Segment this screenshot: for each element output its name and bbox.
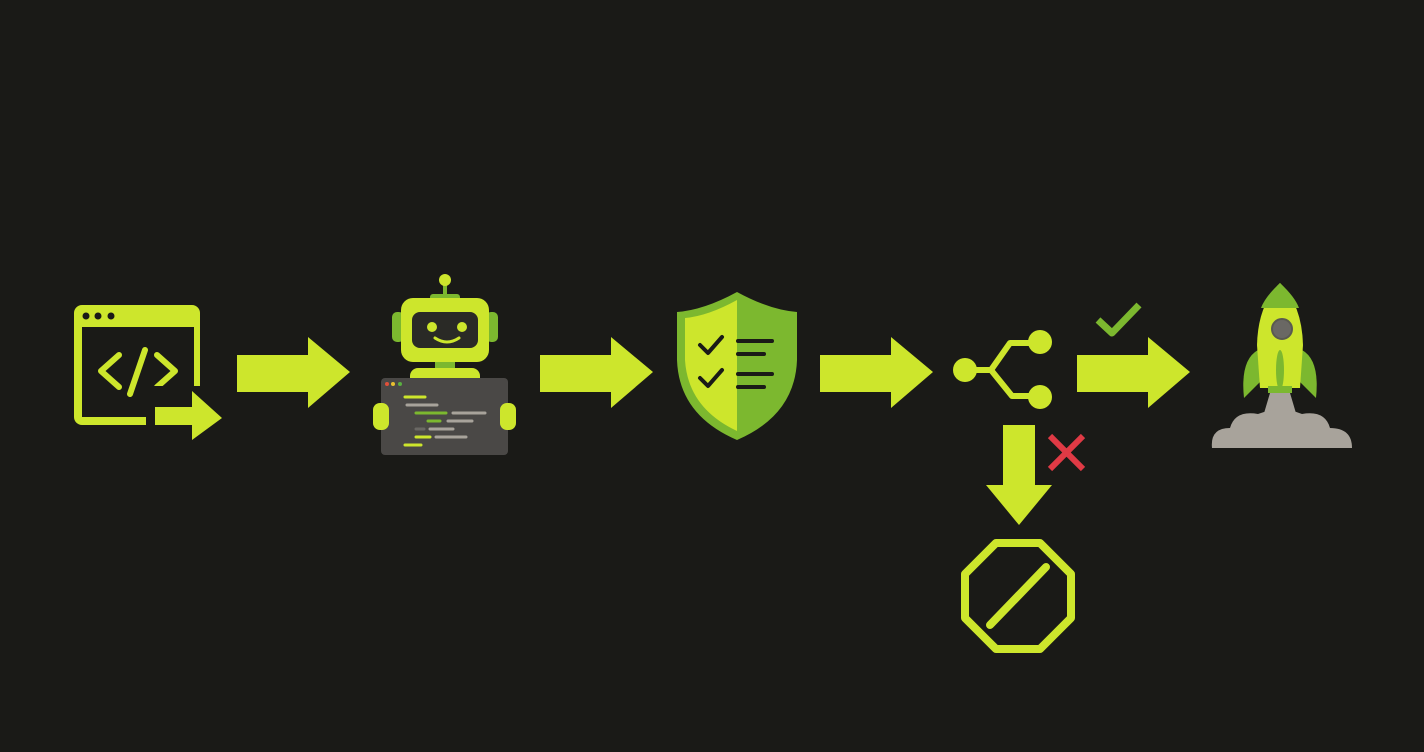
arrow-right — [820, 337, 933, 408]
shield-checklist-icon — [677, 292, 797, 440]
arrow-right — [237, 337, 350, 408]
arrow-down — [986, 425, 1052, 525]
robot-reviewer-icon — [373, 274, 516, 455]
branch-split-icon — [953, 330, 1052, 409]
arrow-right — [1077, 337, 1190, 408]
blocked-octagon-icon — [961, 539, 1075, 653]
check-icon — [1095, 302, 1142, 337]
x-icon — [1047, 433, 1086, 472]
rocket-launch-icon — [1211, 283, 1352, 448]
arrow-right — [540, 337, 653, 408]
code-window-export-icon — [74, 305, 222, 440]
